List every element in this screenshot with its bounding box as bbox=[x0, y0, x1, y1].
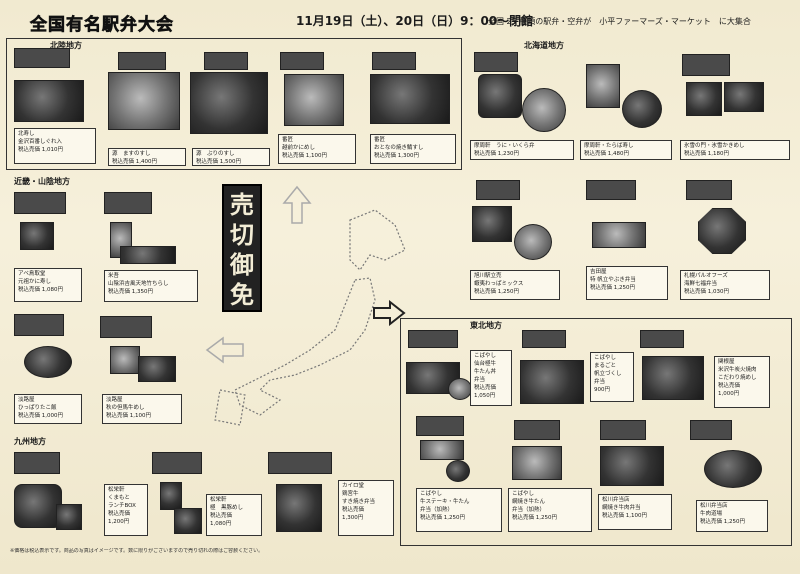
sold-out-stamp: 売切御免 bbox=[222, 184, 262, 312]
shop-tag bbox=[100, 316, 152, 338]
flyer-title: 全国有名駅弁大会 bbox=[30, 15, 174, 36]
shop-tag bbox=[118, 52, 166, 70]
bento-photo bbox=[276, 484, 322, 532]
shop-tag bbox=[514, 420, 560, 440]
bento-caption: 源 ますのすし税込売価 1,400円 bbox=[108, 148, 186, 166]
region-hokuriku-label: 北陸地方 bbox=[50, 41, 82, 50]
shop-tag bbox=[408, 330, 458, 348]
shop-tag bbox=[14, 192, 66, 214]
japan-map-illustration bbox=[214, 209, 406, 426]
bento-photo bbox=[600, 446, 664, 486]
shop-tag bbox=[280, 52, 324, 70]
shop-tag bbox=[640, 330, 684, 348]
bento-caption: こばやし網焼き牛たん弁当（加熱）税込売価 1,250円 bbox=[508, 488, 592, 532]
footer-note: ※価格は税込表示です。商品の写真はイメージです。数に限りがございますので売り切れ… bbox=[10, 548, 264, 554]
bento-caption: 旭川駅立売蝦夷わっぱミックス税込売価 1,250円 bbox=[470, 270, 560, 300]
arrow-left-icon bbox=[205, 336, 244, 364]
arrow-up-icon bbox=[282, 185, 312, 224]
region-kinki-label: 近畿・山陰地方 bbox=[14, 177, 70, 186]
bento-caption: 松川弁当店牛肉道場税込売価 1,250円 bbox=[696, 500, 768, 532]
bento-caption: 摩周軒・たらば寿し税込売価 1,480円 bbox=[580, 140, 672, 160]
bento-photo bbox=[190, 72, 268, 134]
bento-caption: 米吾山陰浜吉風天地竹ちらし税込売価 1,350円 bbox=[104, 270, 198, 302]
bento-photo bbox=[160, 482, 182, 510]
shop-tag bbox=[474, 52, 518, 72]
bento-photo bbox=[698, 208, 746, 254]
bento-photo bbox=[284, 74, 344, 126]
bento-photo bbox=[478, 74, 522, 118]
bento-photo bbox=[586, 64, 620, 108]
bento-photo bbox=[174, 508, 202, 534]
bento-photo bbox=[448, 378, 472, 400]
shop-tag bbox=[476, 180, 520, 200]
bento-photo bbox=[20, 222, 54, 250]
bento-caption: 淡路屋秋の但馬牛めし税込売価 1,100円 bbox=[102, 394, 182, 424]
bento-photo bbox=[120, 246, 176, 264]
bento-caption: こばやし牛ステーキ・牛たん弁当（加熱）税込売価 1,250円 bbox=[416, 488, 502, 532]
shop-tag bbox=[152, 452, 202, 474]
bento-caption: 北寿し金沢百番しぐれ入税込売価 1,010円 bbox=[14, 128, 96, 164]
bento-photo bbox=[512, 446, 562, 480]
shop-tag bbox=[600, 420, 646, 440]
bento-photo bbox=[446, 460, 470, 482]
region-hokkaido-label: 北海道地方 bbox=[524, 41, 564, 50]
bento-caption: 番匠おとなの焼き鯖すし税込売価 1,300円 bbox=[370, 134, 456, 164]
bento-photo bbox=[704, 450, 762, 488]
shop-tag bbox=[372, 52, 416, 70]
region-tohoku-label: 東北地方 bbox=[470, 321, 502, 330]
shop-tag bbox=[522, 330, 566, 348]
shop-tag bbox=[268, 452, 332, 474]
event-tagline: 全国 25 種類の駅弁・空弁が 小平ファーマーズ・マーケット に大集合 bbox=[488, 17, 751, 26]
region-hokuriku bbox=[6, 38, 462, 170]
bento-caption: 淡路屋ひっぱりたこ飯税込売価 1,000円 bbox=[14, 394, 82, 424]
bento-caption: 氷雪の門・氷雪かきめし税込売価 1,180円 bbox=[680, 140, 790, 160]
shop-tag bbox=[686, 180, 732, 200]
bento-photo bbox=[138, 356, 176, 382]
shop-tag bbox=[204, 52, 248, 70]
region-tohoku bbox=[400, 318, 792, 546]
bento-photo bbox=[642, 356, 704, 400]
bento-photo bbox=[472, 206, 512, 242]
bento-caption: アベ鳥取堂元祖かに寿し税込売価 1,080円 bbox=[14, 268, 82, 302]
bento-photo bbox=[370, 74, 450, 124]
arrow-right-icon bbox=[373, 300, 406, 326]
bento-caption: 吉田屋特 帆立やぶき弁当税込売価 1,250円 bbox=[586, 266, 668, 300]
bento-caption: 摩周軒 うに・いくら弁税込売価 1,230円 bbox=[470, 140, 574, 160]
bento-photo bbox=[592, 222, 646, 248]
shop-tag bbox=[682, 54, 730, 76]
bento-photo bbox=[108, 72, 180, 130]
bento-caption: 番匠越前かにめし税込売価 1,100円 bbox=[278, 134, 356, 164]
bento-photo bbox=[110, 346, 140, 374]
shop-tag bbox=[416, 416, 464, 436]
shop-tag bbox=[690, 420, 732, 440]
region-kyushu-label: 九州地方 bbox=[14, 437, 46, 446]
bento-photo bbox=[622, 90, 662, 128]
shop-tag bbox=[586, 180, 636, 200]
bento-photo bbox=[522, 88, 566, 132]
bento-photo bbox=[724, 82, 764, 112]
bento-caption: 松川弁当店網焼き牛肉弁当税込売価 1,100円 bbox=[598, 494, 672, 530]
bento-photo bbox=[514, 224, 552, 260]
shop-tag bbox=[104, 192, 152, 214]
event-dates: 11月19日（土）、20日（日）9：00～閉館 bbox=[296, 14, 534, 28]
shop-tag bbox=[14, 48, 70, 68]
bento-photo bbox=[14, 484, 62, 528]
bento-photo bbox=[420, 440, 464, 460]
bento-caption: 札幌パルオフーズ海鮮七福弁当税込売価 1,030円 bbox=[680, 270, 770, 300]
bento-photo bbox=[14, 80, 84, 122]
shop-tag bbox=[14, 314, 64, 336]
bento-photo bbox=[520, 360, 584, 404]
bento-photo bbox=[686, 82, 722, 116]
bento-photo bbox=[56, 504, 82, 530]
bento-caption: 源 ぶりのすし税込売価 1,500円 bbox=[192, 148, 270, 166]
shop-tag bbox=[14, 452, 60, 474]
bento-photo bbox=[24, 346, 72, 378]
